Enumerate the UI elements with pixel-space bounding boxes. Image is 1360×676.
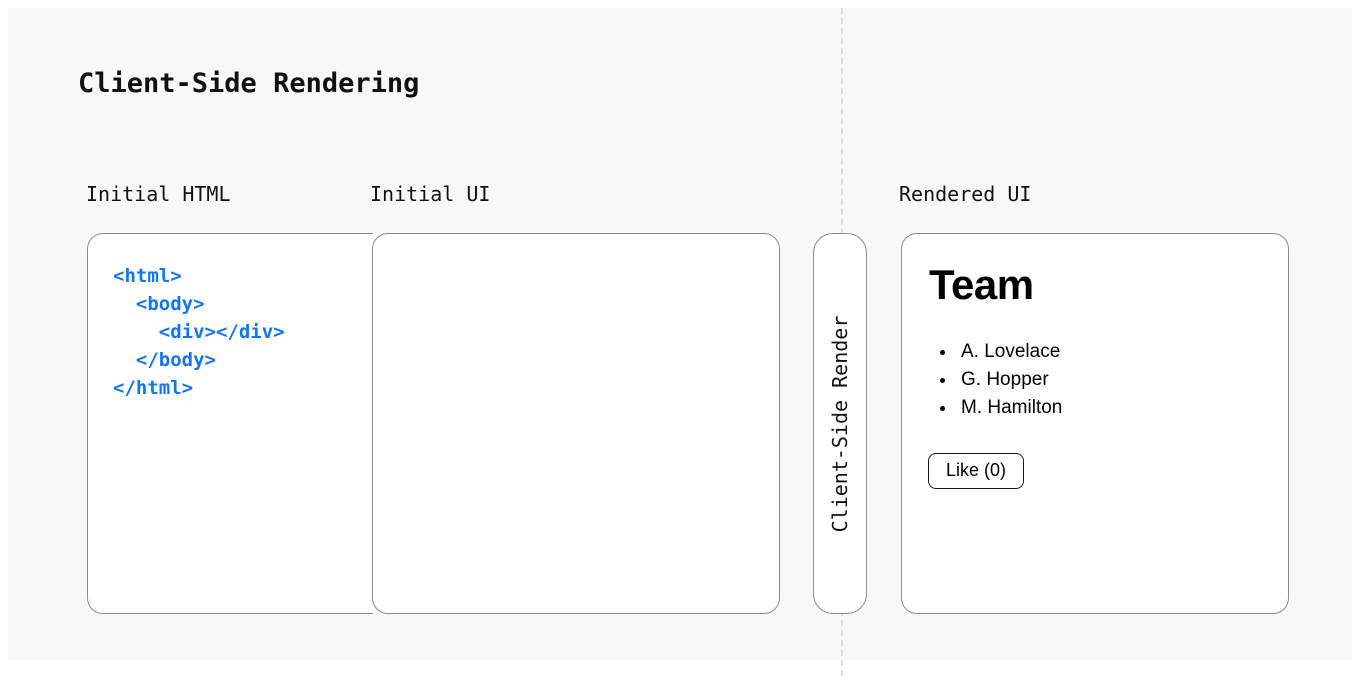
list-item: A. Lovelace — [957, 338, 1062, 366]
page-title: Client-Side Rendering — [78, 68, 420, 99]
team-list: A. Lovelace G. Hopper M. Hamilton — [929, 338, 1062, 422]
render-step-label: Client-Side Render — [828, 315, 852, 532]
panel-initial-ui — [372, 233, 780, 614]
column-label-initial-ui: Initial UI — [370, 182, 491, 206]
panel-rendered-ui: Team A. Lovelace G. Hopper M. Hamilton L… — [901, 233, 1289, 614]
rendered-heading: Team — [929, 261, 1034, 308]
list-item: G. Hopper — [957, 366, 1062, 394]
column-label-initial-html: Initial HTML — [86, 182, 231, 206]
diagram-canvas: Client-Side Rendering Initial HTML Initi… — [8, 8, 1352, 676]
panel-client-side-render: Client-Side Render — [813, 233, 867, 614]
panel-initial-html: <html> <body> <div></div> </body> </html… — [87, 233, 373, 614]
initial-html-code: <html> <body> <div></div> </body> </html… — [113, 265, 285, 399]
list-item: M. Hamilton — [957, 394, 1062, 422]
like-button[interactable]: Like (0) — [928, 453, 1025, 489]
column-label-rendered-ui: Rendered UI — [899, 182, 1032, 206]
